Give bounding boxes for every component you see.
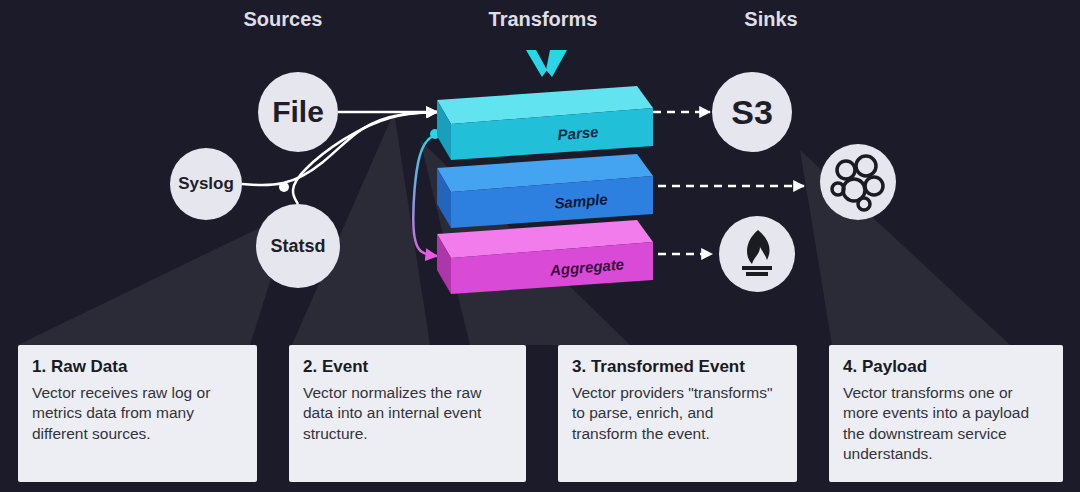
node-label: File	[272, 95, 324, 129]
step-description: Vector normalizes the raw data into an i…	[303, 383, 512, 444]
column-heading: Sources	[244, 8, 323, 31]
flame	[747, 230, 770, 264]
vector-logo	[526, 50, 567, 77]
step-box: 4. PayloadVector transforms one or more …	[829, 345, 1063, 482]
source-circle: Statsd	[256, 204, 340, 288]
icon-blob	[837, 161, 855, 179]
slab-side	[437, 168, 451, 228]
step-heading: 2. Event	[303, 357, 512, 377]
node-label: Syslog	[178, 174, 234, 194]
icon-blob	[856, 156, 876, 176]
step-box: 1. Raw DataVector receives raw log or me…	[18, 345, 257, 482]
database-icon	[820, 144, 896, 220]
slab-front	[451, 108, 653, 160]
source-circle: Syslog	[170, 148, 242, 220]
column-heading: Transforms	[489, 8, 598, 31]
slab-shape	[437, 86, 653, 160]
icon-circle	[820, 144, 896, 220]
step-description: Vector providers "transforms" to parse, …	[572, 383, 783, 444]
step-description: Vector receives raw log or metrics data …	[32, 383, 243, 444]
flame-base	[746, 272, 768, 276]
node-label: S3	[731, 93, 773, 132]
spotlight-beam	[18, 212, 292, 345]
source-circle: S3	[712, 72, 792, 152]
step-heading: 1. Raw Data	[32, 357, 243, 377]
slab-side	[437, 100, 451, 160]
flow-connector	[653, 111, 710, 114]
column-heading: Sinks	[744, 8, 797, 31]
step-description: Vector transforms one or more events int…	[843, 383, 1049, 465]
slab-shape	[437, 154, 653, 228]
prometheus-icon	[719, 216, 795, 292]
flame-base	[742, 266, 772, 270]
flow-connector	[413, 134, 437, 256]
icon-blob	[865, 177, 883, 195]
transform-slab: Aggregate	[437, 220, 653, 294]
transform-label: Parse	[557, 123, 599, 143]
dashed-arrow	[658, 253, 712, 256]
slab-front	[451, 176, 653, 228]
node-label: Statsd	[270, 236, 325, 257]
icon-blob	[832, 183, 844, 195]
slab-front	[451, 242, 653, 294]
dashed-arrow	[658, 185, 804, 188]
vector-logo	[526, 50, 567, 77]
source-circle: File	[258, 72, 338, 152]
step-heading: 4. Payload	[843, 357, 1049, 377]
transform-slab: Sample	[437, 154, 653, 228]
step-box: 3. Transformed EventVector providers "tr…	[558, 345, 797, 482]
transform-slab: Parse	[437, 86, 653, 160]
step-heading: 3. Transformed Event	[572, 357, 783, 377]
icon-circle	[719, 216, 795, 292]
slab-side	[437, 234, 451, 294]
step-box: 2. EventVector normalizes the raw data i…	[289, 345, 526, 482]
icon-blob	[858, 198, 870, 210]
